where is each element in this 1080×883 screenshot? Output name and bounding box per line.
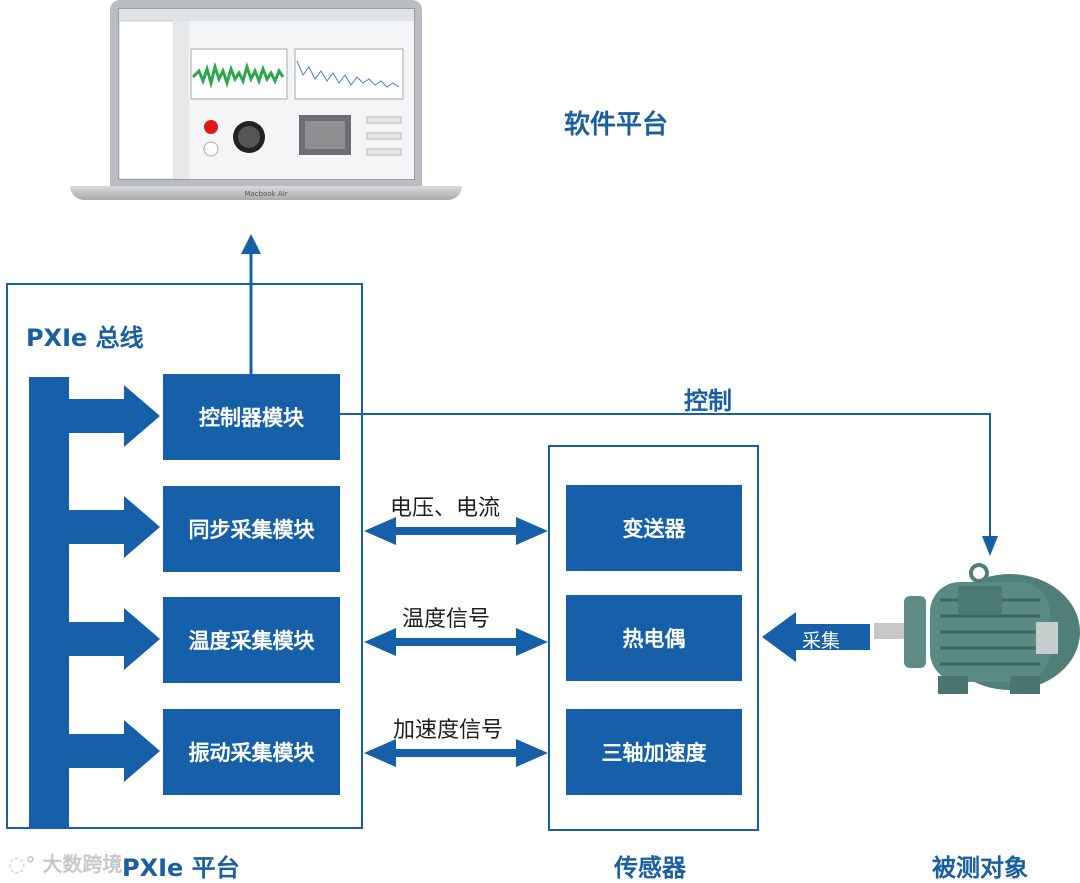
- pxie-platform-label: PXIe 平台: [122, 854, 240, 882]
- signal-arrows: [364, 517, 548, 767]
- software-screenshot: [119, 9, 414, 179]
- signal-label-temperature: 温度信号: [402, 607, 491, 632]
- watermark: ◌° 大数跨境: [8, 848, 122, 877]
- control-arrow-head: [982, 536, 998, 556]
- pxie-bus-bar: [29, 377, 69, 828]
- module-controller: 控制器模块: [163, 374, 340, 460]
- watermark-text: 大数跨境: [42, 852, 123, 876]
- pxie-bus-label: PXIe 总线: [26, 324, 144, 352]
- bus-branch-arrows: [69, 385, 160, 782]
- laptop-brand: Macbook Air: [244, 190, 288, 198]
- signal-label-acceleration: 加速度信号: [393, 718, 504, 743]
- target-label: 被测对象: [932, 854, 1028, 882]
- module-vibration-acquisition: 振动采集模块: [163, 709, 340, 795]
- software-arrow-head: [241, 234, 261, 254]
- pxie-platform-frame: [6, 283, 363, 829]
- module-sync-acquisition: 同步采集模块: [163, 486, 340, 572]
- acquire-label: 采集: [802, 630, 841, 652]
- motor-image: [874, 563, 1080, 694]
- control-line: [340, 413, 991, 540]
- watermark-logo-icon: ◌°: [8, 852, 36, 876]
- sensor-thermocouple: 热电偶: [566, 595, 742, 681]
- laptop-base: Macbook Air: [70, 186, 462, 200]
- module-temperature-acquisition: 温度采集模块: [163, 597, 340, 683]
- signal-label-voltage-current: 电压、电流: [390, 496, 501, 521]
- control-label: 控制: [684, 387, 732, 415]
- sensors-label: 传感器: [614, 854, 686, 882]
- software-platform-label: 软件平台: [564, 110, 669, 140]
- sensor-frame: [548, 445, 759, 831]
- laptop-screen: [118, 8, 415, 180]
- sensor-triaxial-accelerometer: 三轴加速度: [566, 709, 742, 795]
- sensor-transmitter: 变送器: [566, 485, 742, 571]
- acquire-arrow: [762, 612, 870, 662]
